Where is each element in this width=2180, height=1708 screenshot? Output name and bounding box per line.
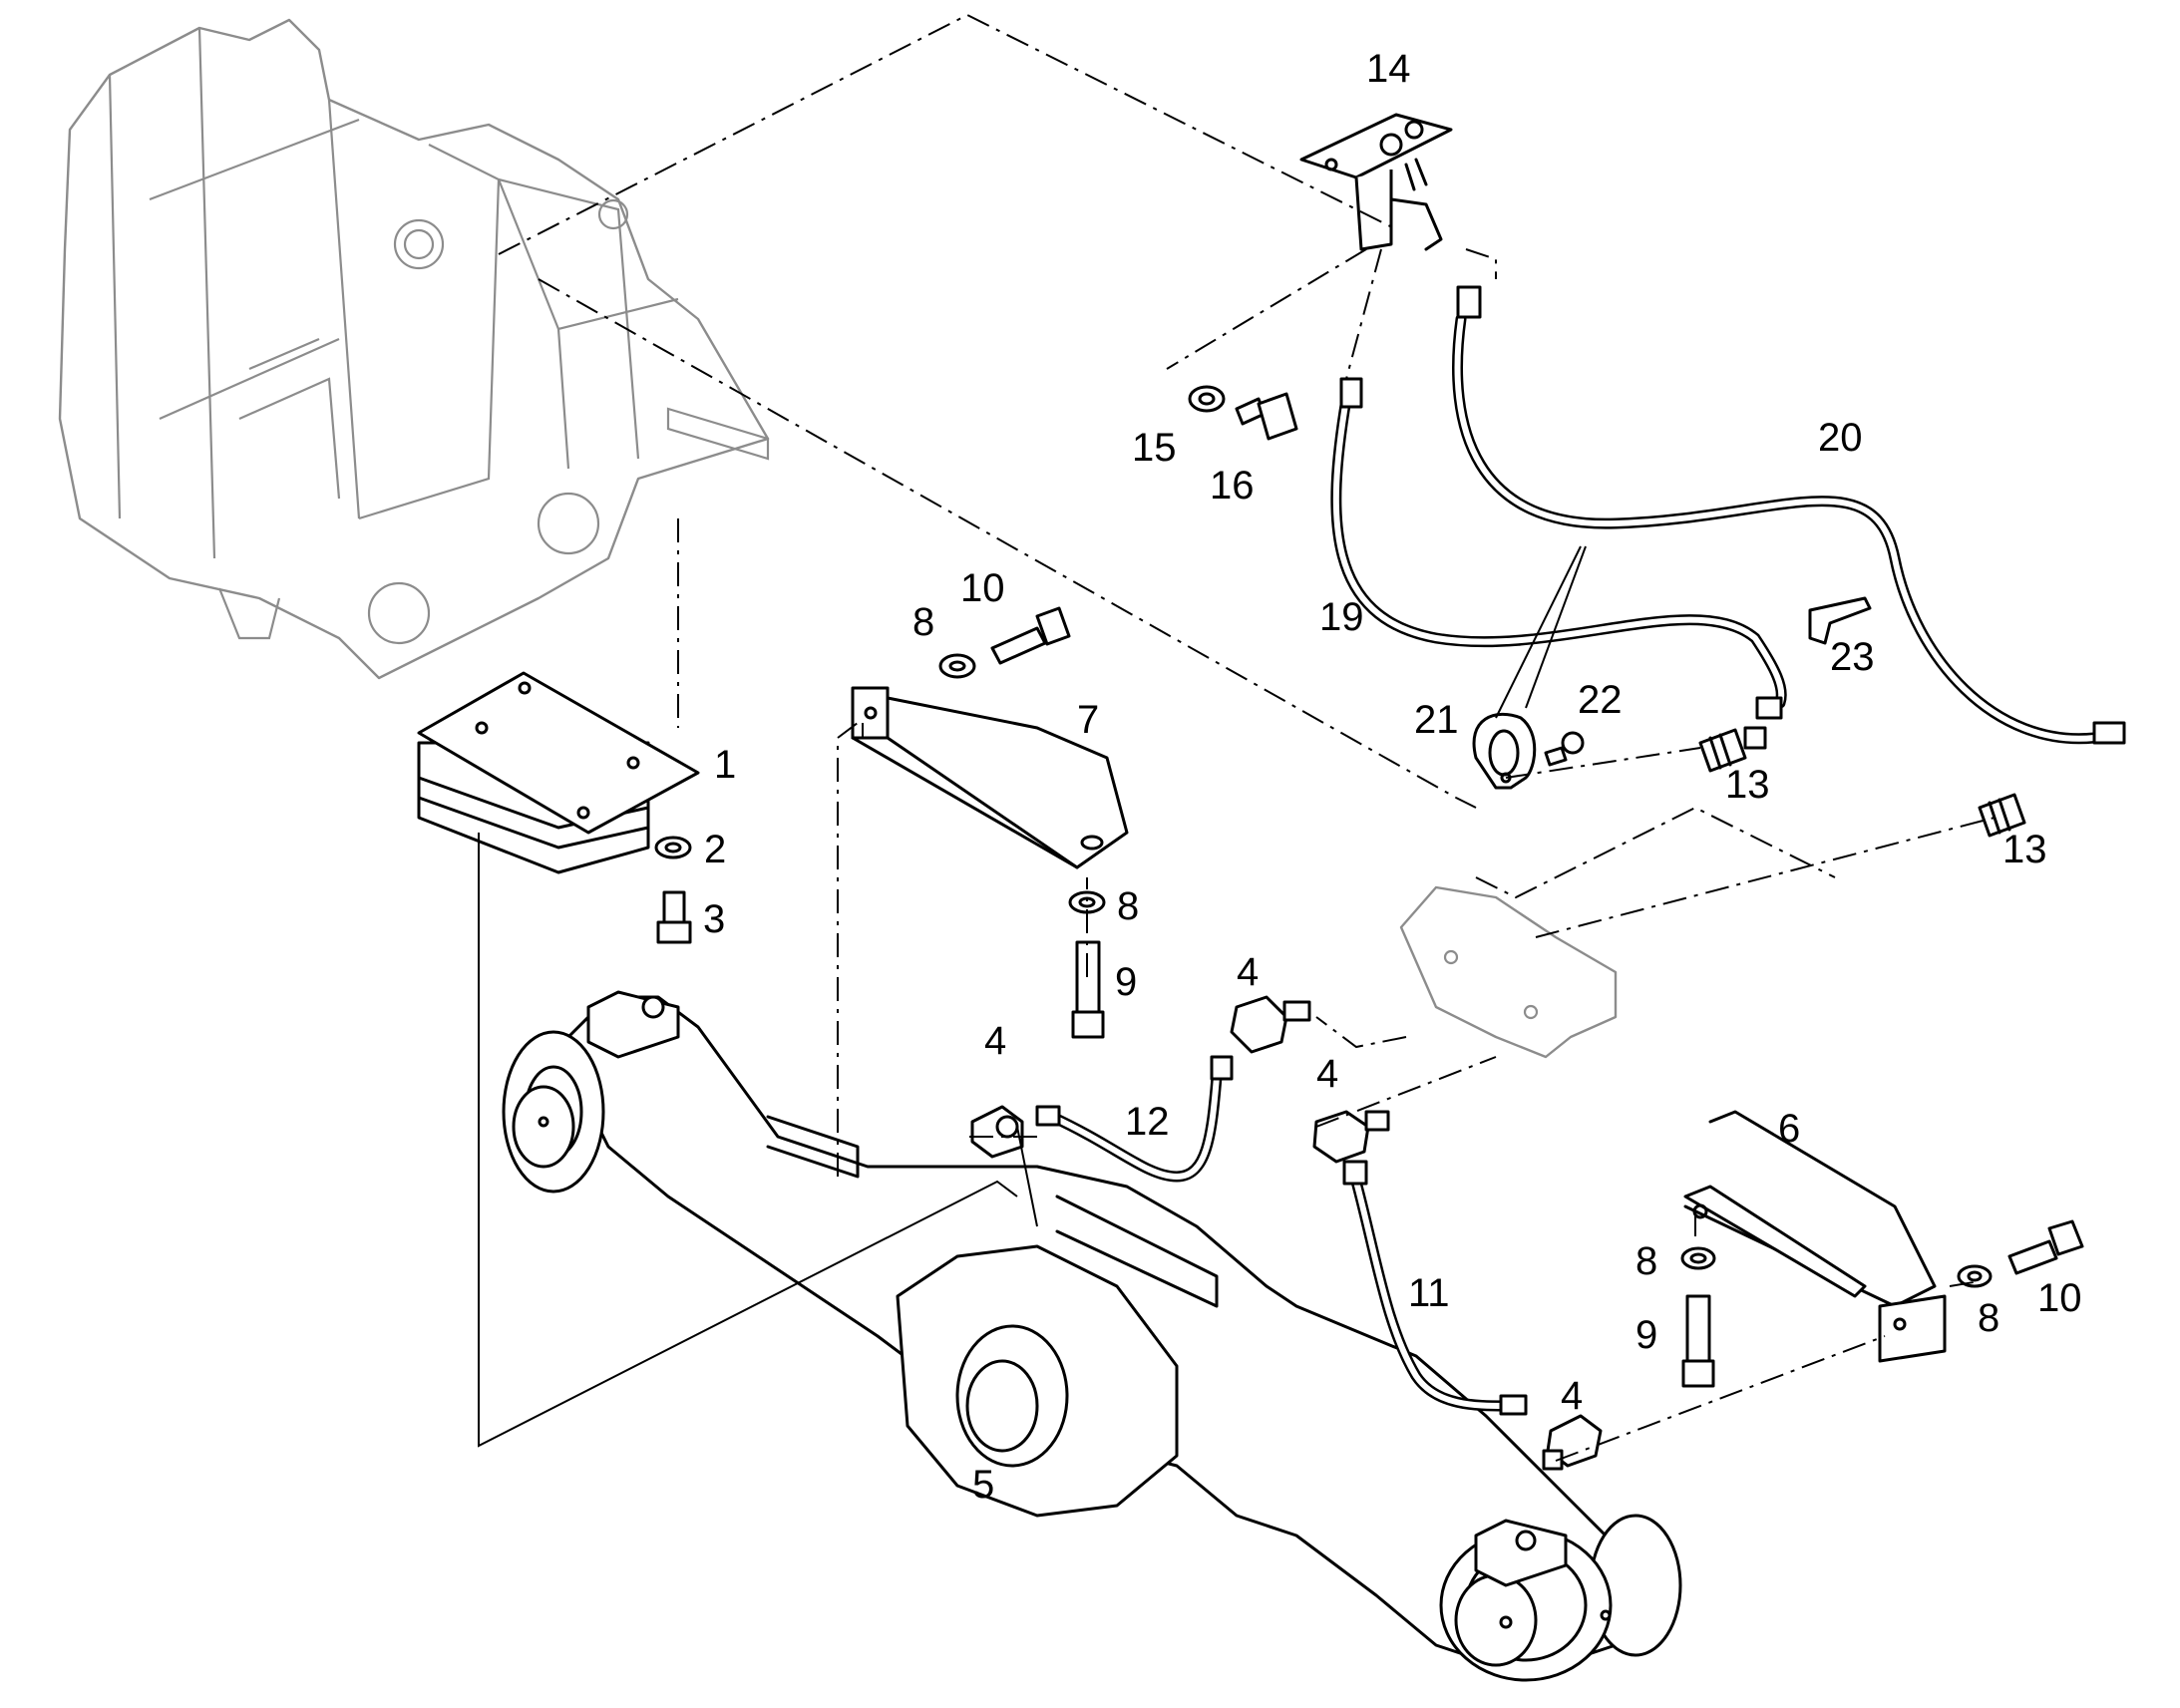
- part-16-bolt: [1235, 392, 1298, 441]
- callout-7: 7: [1077, 698, 1099, 742]
- part-8-washer-right-b: [1957, 1264, 1993, 1288]
- part-4-fitting-a: [970, 1105, 1024, 1159]
- chassis-frame: [58, 18, 770, 680]
- part-10-bolt-right: [2007, 1219, 2084, 1275]
- part-15-washer: [1188, 385, 1226, 413]
- part-22-bolt: [1544, 731, 1585, 767]
- assembly-lines: [498, 13, 1996, 1462]
- part-20-hose: [1452, 285, 2126, 745]
- callout-22: 22: [1578, 678, 1623, 722]
- callout-8b: 8: [1117, 884, 1139, 928]
- callout-23: 23: [1830, 635, 1875, 679]
- part-4-fitting-b: [1230, 995, 1311, 1054]
- callout-19: 19: [1319, 595, 1364, 639]
- callout-14: 14: [1366, 47, 1411, 91]
- part-8-washer-right-a: [1680, 1246, 1716, 1270]
- part-11-hose: [1342, 1160, 1528, 1416]
- part-3-bolt: [656, 890, 692, 944]
- callout-20: 20: [1818, 416, 1863, 460]
- part-6-bracket: [1683, 1110, 1947, 1363]
- part-21-clamp: [1472, 712, 1537, 790]
- callout-10a: 10: [960, 566, 1005, 610]
- callout-21: 21: [1414, 698, 1459, 742]
- callout-labels: 1 2 3 4 4 4 4 5 6 7 8 8 8 8 9 9 10 10 11…: [703, 47, 2082, 1507]
- part-8-washer-top: [938, 653, 976, 679]
- callout-8c: 8: [1635, 1239, 1657, 1283]
- callout-6: 6: [1778, 1107, 1800, 1151]
- callout-15: 15: [1132, 426, 1177, 470]
- part-5-axle: [502, 990, 1682, 1682]
- part-23-bracket: [1808, 596, 1872, 645]
- leader-lines: [478, 545, 1587, 1448]
- part-13-fitting-a: [1698, 726, 1767, 773]
- part-7-bracket: [851, 686, 1129, 869]
- callout-16: 16: [1210, 464, 1255, 508]
- part-19-hose: [1330, 377, 1787, 720]
- callout-10b: 10: [2037, 1276, 2082, 1320]
- part-12-hose: [1035, 1055, 1234, 1183]
- callout-3: 3: [703, 897, 725, 941]
- callout-4b: 4: [1237, 950, 1259, 994]
- part-9-bolt-right: [1681, 1294, 1715, 1388]
- callout-13b: 13: [2002, 828, 2047, 871]
- mounting-plate: [1399, 885, 1618, 1059]
- callout-9a: 9: [1115, 960, 1137, 1004]
- part-4-fitting-d: [1542, 1414, 1603, 1471]
- callout-4a: 4: [984, 1019, 1006, 1063]
- part-13-fitting-b: [1978, 793, 2026, 838]
- part-4-fitting-c: [1312, 1110, 1390, 1164]
- callout-4c: 4: [1316, 1052, 1338, 1096]
- callout-12: 12: [1125, 1100, 1170, 1144]
- callout-5: 5: [972, 1463, 994, 1507]
- callout-8a: 8: [912, 600, 934, 644]
- part-2-washer: [654, 836, 692, 859]
- callout-1: 1: [714, 743, 736, 787]
- callout-13a: 13: [1725, 763, 1770, 807]
- callout-9b: 9: [1635, 1313, 1657, 1357]
- part-1-rubber-pad: [417, 671, 700, 874]
- callout-11: 11: [1408, 1271, 1450, 1315]
- callout-2: 2: [704, 828, 726, 871]
- part-10-bolt-top: [990, 606, 1071, 665]
- part-14-valve-bracket: [1299, 113, 1453, 251]
- callout-8d: 8: [1978, 1296, 1999, 1340]
- callout-4d: 4: [1561, 1374, 1583, 1418]
